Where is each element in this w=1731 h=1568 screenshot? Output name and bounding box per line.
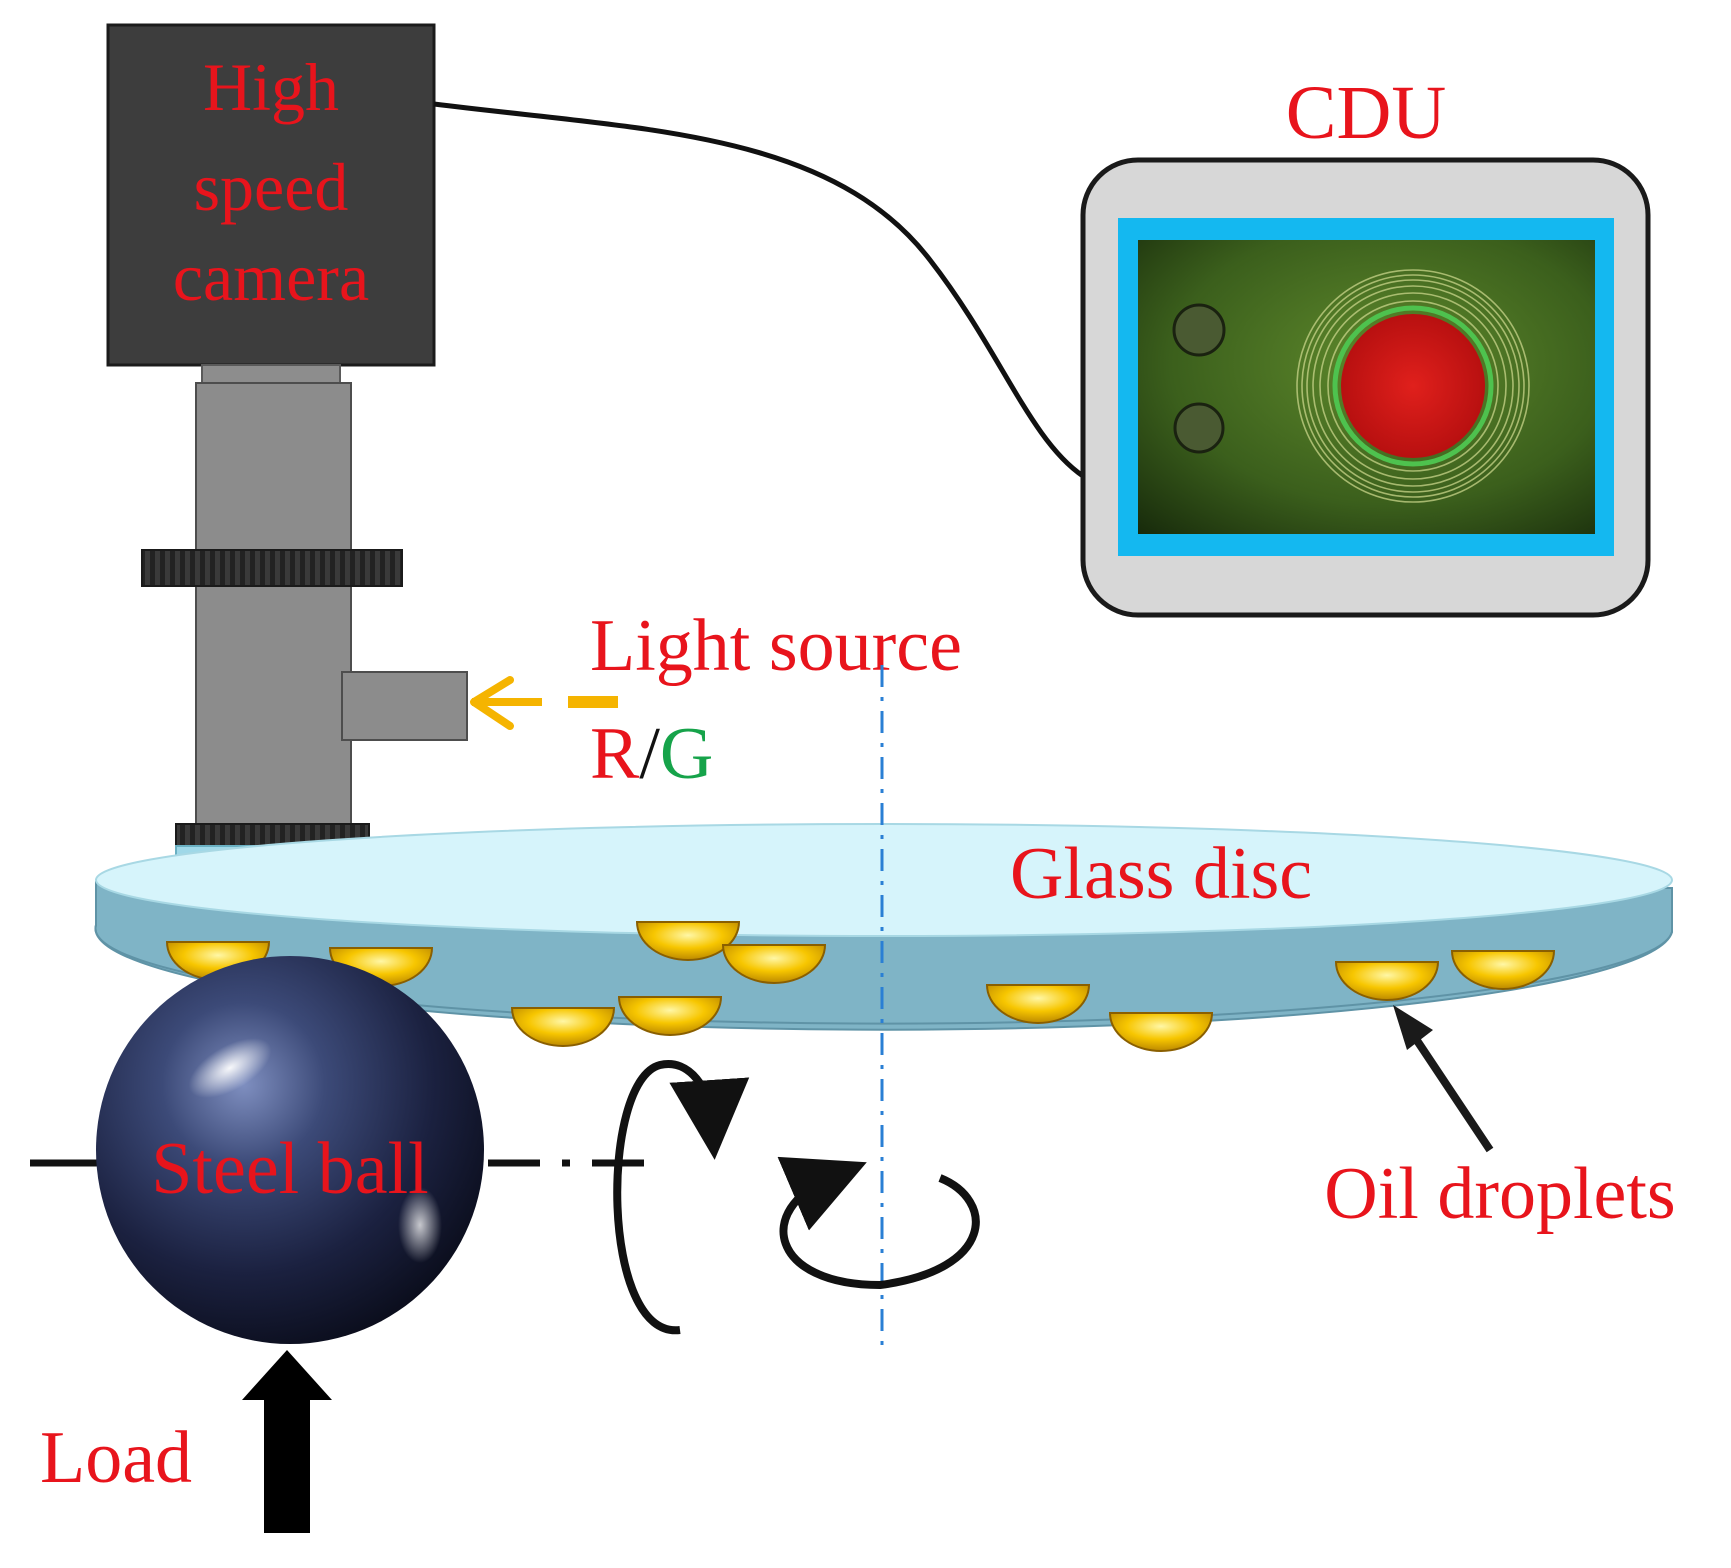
- oil-droplets-pointer: Oil droplets: [1324, 1005, 1676, 1235]
- oil-droplet: [1108, 1012, 1214, 1052]
- oil-droplets: [165, 921, 1556, 1052]
- microscope-lens-tube: [141, 364, 468, 877]
- oil-droplet: [510, 1007, 616, 1047]
- camera-label-line1: High: [203, 49, 339, 125]
- oil-droplet: [721, 944, 827, 984]
- oil-droplet: [985, 984, 1091, 1024]
- load-arrow: Load: [40, 1350, 332, 1533]
- light-wavelength-label: R/G: [590, 713, 713, 795]
- camera-body: [106, 23, 436, 367]
- lens-tube: [195, 382, 352, 829]
- focus-ring: [141, 549, 403, 587]
- light-r-label: R: [590, 713, 640, 795]
- steel-ball-reflection: [398, 1187, 442, 1263]
- light-arrow-head: [470, 676, 514, 730]
- ball-rotation-arrow: [613, 1060, 750, 1335]
- steel-ball-label: Steel ball: [151, 1128, 428, 1210]
- oil-droplet: [1334, 961, 1440, 1001]
- steel-ball-highlight: [188, 1038, 272, 1098]
- disc-rotation-arrow: [777, 1156, 980, 1290]
- droplet-image-2: [1173, 402, 1225, 454]
- load-arrow-head: [242, 1350, 332, 1400]
- glass-disc: Glass disc: [94, 823, 1673, 1031]
- light-g-label: G: [660, 713, 713, 795]
- steel-ball: Steel ball: [96, 956, 484, 1344]
- contact-ring: [1332, 305, 1494, 467]
- oil-droplets-label: Oil droplets: [1324, 1153, 1675, 1235]
- glass-disc-label: Glass disc: [1010, 833, 1312, 915]
- oil-droplet: [635, 921, 741, 961]
- load-label: Load: [40, 1417, 192, 1499]
- load-arrow-shaft: [264, 1398, 310, 1533]
- interference-rings: [1296, 269, 1530, 503]
- camera-label-line2: speed: [194, 149, 349, 225]
- high-speed-camera: High speed camera: [106, 23, 436, 367]
- oil-pointer-head: [1393, 1005, 1433, 1050]
- light-slash: /: [639, 713, 660, 795]
- oil-droplet: [617, 996, 723, 1036]
- cdu-label: CDU: [1286, 71, 1446, 155]
- light-port: [341, 671, 468, 741]
- camera-cable: [433, 101, 1085, 479]
- light-source-label: Light source: [590, 605, 962, 687]
- oil-droplet: [1450, 950, 1556, 990]
- oil-pointer-shaft: [1406, 1027, 1494, 1153]
- cdu-monitor: CDU: [1080, 71, 1651, 618]
- contact-region: [1341, 314, 1485, 458]
- glass-disc-underside: [94, 924, 1673, 1025]
- steel-ball-sphere: [96, 956, 484, 1344]
- glass-disc-top: [95, 823, 1673, 937]
- camera-label-line3: camera: [173, 239, 369, 315]
- droplet-image-1: [1172, 303, 1226, 357]
- light-source: Light source R/G: [470, 605, 962, 795]
